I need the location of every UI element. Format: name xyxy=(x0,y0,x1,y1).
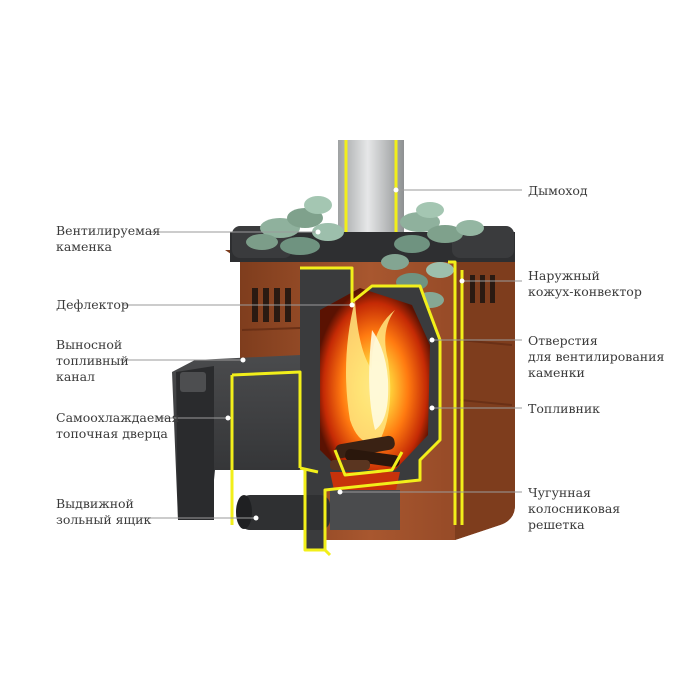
label-door: Самоохлаждаемая топочная дверца xyxy=(56,410,179,442)
label-fuel-channel-line2: топливный xyxy=(56,353,129,368)
label-ash-box-line2: зольный ящик xyxy=(56,512,152,527)
firebox-flame xyxy=(320,288,430,470)
label-vent-holes-line3: каменки xyxy=(528,365,585,380)
label-vent-holes-line1: Отверстия xyxy=(528,333,598,348)
label-fuel-channel: Выносной топливный канал xyxy=(56,337,129,385)
yellow-outline xyxy=(230,260,464,557)
fuel-channel-door xyxy=(172,355,300,520)
label-vent-holes: Отверстия для вентилирования каменки xyxy=(528,333,664,381)
label-vent-stones: Вентилируемая каменка xyxy=(56,223,160,255)
label-outer-casing-line2: кожух-конвектор xyxy=(528,284,642,299)
label-firebox: Топливник xyxy=(528,401,600,417)
label-grate-line3: решетка xyxy=(528,517,585,532)
label-fuel-channel-line3: канал xyxy=(56,369,95,384)
label-vent-holes-line2: для вентилирования xyxy=(528,349,665,364)
leader-dots xyxy=(225,187,465,521)
label-chimney-line1: Дымоход xyxy=(528,183,588,198)
label-fuel-channel-line1: Выносной xyxy=(56,337,123,352)
label-vent-stones-line2: каменка xyxy=(56,239,112,254)
label-outer-casing-line1: Наружный xyxy=(528,268,600,283)
grate-ash-area xyxy=(236,472,400,530)
label-grate: Чугунная колосниковая решетка xyxy=(528,485,620,533)
logs xyxy=(330,435,400,470)
label-deflector: Дефлектор xyxy=(56,297,129,313)
label-grate-line1: Чугунная xyxy=(528,485,591,500)
label-door-line2: топочная дверца xyxy=(56,426,168,441)
label-vent-stones-line1: Вентилируемая xyxy=(56,223,161,238)
label-deflector-line1: Дефлектор xyxy=(56,297,129,312)
label-ash-box: Выдвижной зольный ящик xyxy=(56,496,151,528)
label-firebox-line1: Топливник xyxy=(528,401,600,416)
label-outer-casing: Наружный кожух-конвектор xyxy=(528,268,642,300)
label-door-line1: Самоохлаждаемая xyxy=(56,410,180,425)
label-chimney: Дымоход xyxy=(528,183,588,199)
label-grate-line2: колосниковая xyxy=(528,501,621,516)
leader-lines xyxy=(120,189,522,519)
label-ash-box-line1: Выдвижной xyxy=(56,496,134,511)
